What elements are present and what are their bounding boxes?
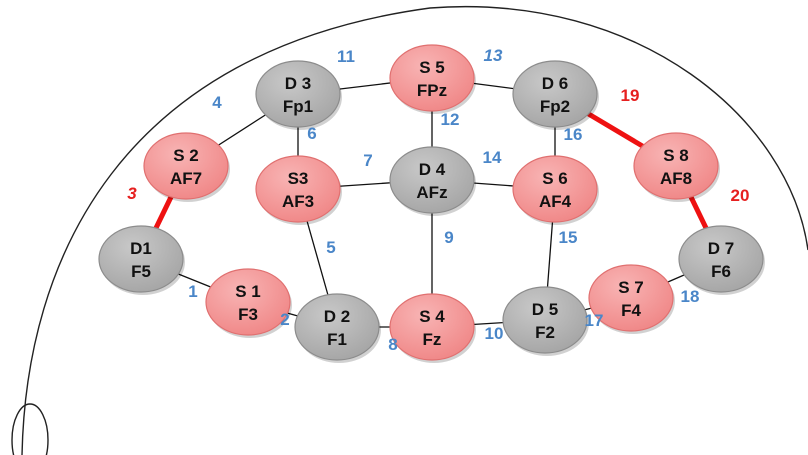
channel-number-4: 4 [212, 93, 222, 112]
node-position-label: AF8 [660, 169, 692, 188]
ear-outline [11, 403, 49, 455]
node-position-label: Fp1 [283, 97, 313, 116]
source-ellipse [255, 155, 341, 223]
node-position-label: Fp2 [540, 97, 570, 116]
channel-number-8: 8 [388, 335, 397, 354]
node-position-label: AF3 [282, 192, 314, 211]
head-outline [11, 6, 808, 455]
channel-number-13: 13 [484, 46, 503, 65]
detector-node-d4: D 4 AFz [389, 146, 476, 216]
source-ellipse [389, 44, 475, 112]
channel-number-11: 11 [337, 47, 355, 66]
detector-ellipse [98, 225, 184, 293]
channel-number-19: 19 [621, 86, 640, 105]
node-position-label: AFz [416, 183, 447, 202]
channel-number-20: 20 [731, 186, 750, 205]
source-ellipse [389, 293, 475, 361]
detector-ellipse [294, 293, 380, 361]
detector-node-d5: D 5F2 [502, 286, 589, 356]
node-id-label: S 5 [419, 58, 445, 77]
channel-number-5: 5 [326, 238, 335, 257]
node-position-label: F6 [711, 262, 731, 281]
node-id-label: S 8 [663, 146, 689, 165]
channel-number-14: 14 [483, 148, 502, 167]
node-id-label: D 3 [285, 74, 311, 93]
node-position-label: AF7 [170, 169, 202, 188]
detector-ellipse [678, 225, 764, 293]
detector-ellipse [512, 60, 598, 128]
detector-ellipse [502, 286, 588, 354]
detector-ellipse [389, 146, 475, 214]
channel-number-10: 10 [485, 324, 504, 343]
source-ellipse [205, 268, 291, 336]
channel-number-2: 2 [280, 310, 289, 329]
node-id-label: S 4 [419, 307, 445, 326]
node-id-label: S 7 [618, 278, 644, 297]
node-position-label: Fz [423, 330, 442, 349]
detector-node-d7: D 7F6 [678, 225, 765, 295]
node-id-label: D 5 [532, 300, 558, 319]
node-position-label: F2 [535, 323, 555, 342]
source-ellipse [512, 155, 598, 223]
node-id-label: D 4 [419, 160, 446, 179]
node-id-label: S 2 [173, 146, 199, 165]
node-position-label: F3 [238, 305, 258, 324]
channel-number-1: 1 [188, 282, 197, 301]
source-ellipse [633, 132, 719, 200]
node-id-label: S 1 [235, 282, 261, 301]
node-id-label: S 6 [542, 169, 568, 188]
source-ellipse [143, 132, 229, 200]
channel-number-18: 18 [681, 287, 700, 306]
node-position-label: F4 [621, 301, 641, 320]
channel-number-16: 16 [564, 125, 583, 144]
channel-number-3: 3 [127, 184, 137, 203]
source-node-s4: S 4 Fz [389, 293, 476, 363]
source-node-s7: S 7F4 [588, 264, 675, 334]
detector-ellipse [255, 60, 341, 128]
node-position-label: FPz [417, 81, 447, 100]
channel-number-15: 15 [559, 228, 578, 247]
channel-number-7: 7 [363, 151, 372, 170]
channel-number-9: 9 [444, 228, 453, 247]
detector-node-d2: D 2F1 [294, 293, 381, 363]
channel-number-12: 12 [441, 110, 460, 129]
source-node-s1: S 1F3 [205, 268, 292, 338]
node-position-label: F5 [131, 262, 151, 281]
channel-number-17: 17 [585, 311, 604, 330]
source-ellipse [588, 264, 674, 332]
channel-number-6: 6 [307, 124, 316, 143]
source-node-s5: S 5 FPz [389, 44, 476, 114]
head-contour [21, 6, 808, 455]
node-id-label: D 2 [324, 307, 350, 326]
node-position-label: AF4 [539, 192, 572, 211]
node-id-label: D 6 [542, 74, 568, 93]
node-id-label: S3 [288, 169, 309, 188]
node-id-label: D1 [130, 239, 152, 258]
node-id-label: D 7 [708, 239, 734, 258]
node-position-label: F1 [327, 330, 347, 349]
